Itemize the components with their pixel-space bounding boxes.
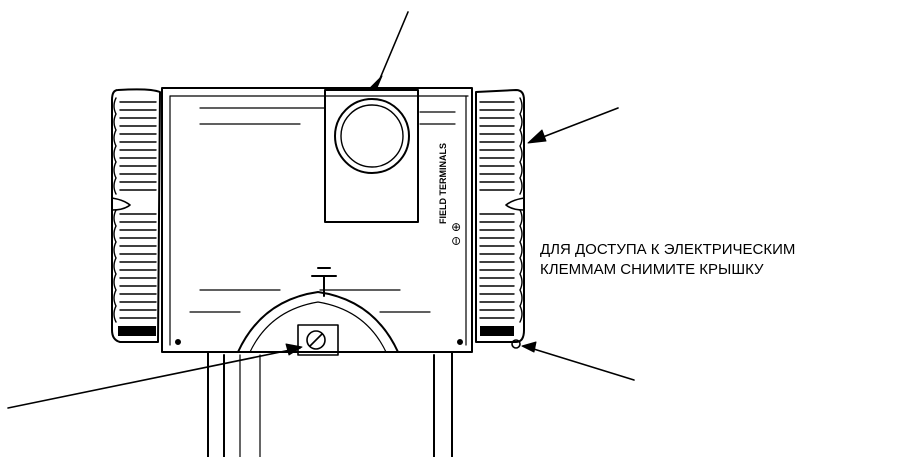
right-cover	[475, 89, 525, 349]
left-cover	[111, 88, 161, 343]
neck	[207, 351, 453, 457]
field-terminals-label: FIELD TERMINALS	[438, 143, 448, 224]
arrow-conduit	[375, 11, 409, 89]
terminal-polarity-signs: ⊖ ⊕	[449, 222, 463, 246]
caption-line-2: КЛЕММАМ СНИМИТЕ КРЫШКУ	[540, 261, 764, 278]
leader-arrows	[7, 11, 635, 409]
arrow-screw	[7, 347, 301, 409]
terminal-signs-text: ⊖ ⊕	[449, 222, 463, 246]
remove-cover-caption: ДЛЯ ДОСТУПА К ЭЛЕКТРИЧЕСКИМ КЛЕММАМ СНИМ…	[540, 240, 795, 280]
housing-body	[161, 87, 473, 353]
conduit-entry	[324, 89, 419, 223]
arrow-cover-lock	[523, 345, 635, 381]
bottom-arch	[237, 291, 399, 356]
caption-line-1: ДЛЯ ДОСТУПА К ЭЛЕКТРИЧЕСКИМ	[540, 241, 796, 258]
field-terminals-text: FIELD TERMINALS	[438, 143, 448, 224]
